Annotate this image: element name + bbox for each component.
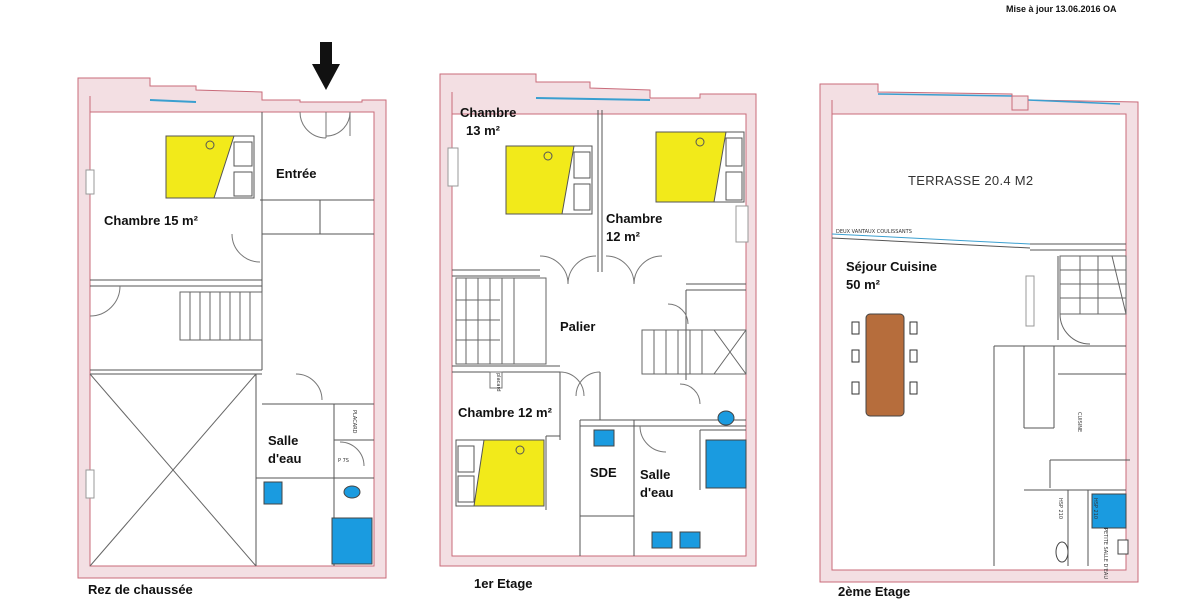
floor-title-1er: 1er Etage	[474, 576, 533, 591]
petite-salle-label: PETITE SALLE D'EAU	[1102, 528, 1108, 579]
placard-label: PLACARD	[351, 410, 357, 434]
room-sejour-line1: Séjour Cuisine	[846, 259, 938, 274]
room-sde-label: SDE	[590, 465, 617, 480]
room-terrasse-label: TERRASSE 20.4 M2	[908, 173, 1034, 188]
cuisine-label: CUISINE	[1076, 412, 1082, 433]
room-chambre-12a-line1: Chambre	[606, 211, 663, 226]
plan-rez-de-chaussee	[77, 77, 387, 579]
room-chambre-15-label: Chambre 15 m²	[104, 213, 198, 228]
floor-title-rdc: Rez de chaussée	[88, 582, 193, 597]
floor-title-2eme: 2ème Etage	[838, 584, 911, 599]
vantaux-label: DEUX VANTAUX COULISSANTS	[836, 229, 912, 235]
plan-2eme-etage	[819, 83, 1139, 583]
hsp-label: HSP 210	[1057, 498, 1063, 520]
arrow-down-icon	[312, 42, 340, 90]
room-chambre-12a-line2: 12 m²	[606, 229, 640, 244]
plan-1er-etage	[439, 73, 757, 567]
room-salle-eau-1-line1: Salle	[640, 467, 671, 482]
room-palier-label: Palier	[560, 319, 596, 334]
room-salle-eau-line1: Salle	[268, 433, 299, 448]
placard-label-1: placard	[495, 373, 501, 392]
room-entree-label: Entrée	[276, 166, 317, 181]
room-salle-eau-line2: d'eau	[268, 451, 302, 466]
room-chambre-13-line2: 13 m²	[466, 123, 500, 138]
p-label: P 7S	[338, 458, 349, 464]
room-chambre-13-line1: Chambre	[460, 105, 517, 120]
room-salle-eau-1-line2: d'eau	[640, 485, 674, 500]
room-chambre-12b-label: Chambre 12 m²	[458, 405, 552, 420]
room-sejour-line2: 50 m²	[846, 277, 880, 292]
update-note: Mise à jour 13.06.2016 OA	[1006, 4, 1117, 14]
hsp2-label: HSP 210	[1092, 498, 1098, 520]
